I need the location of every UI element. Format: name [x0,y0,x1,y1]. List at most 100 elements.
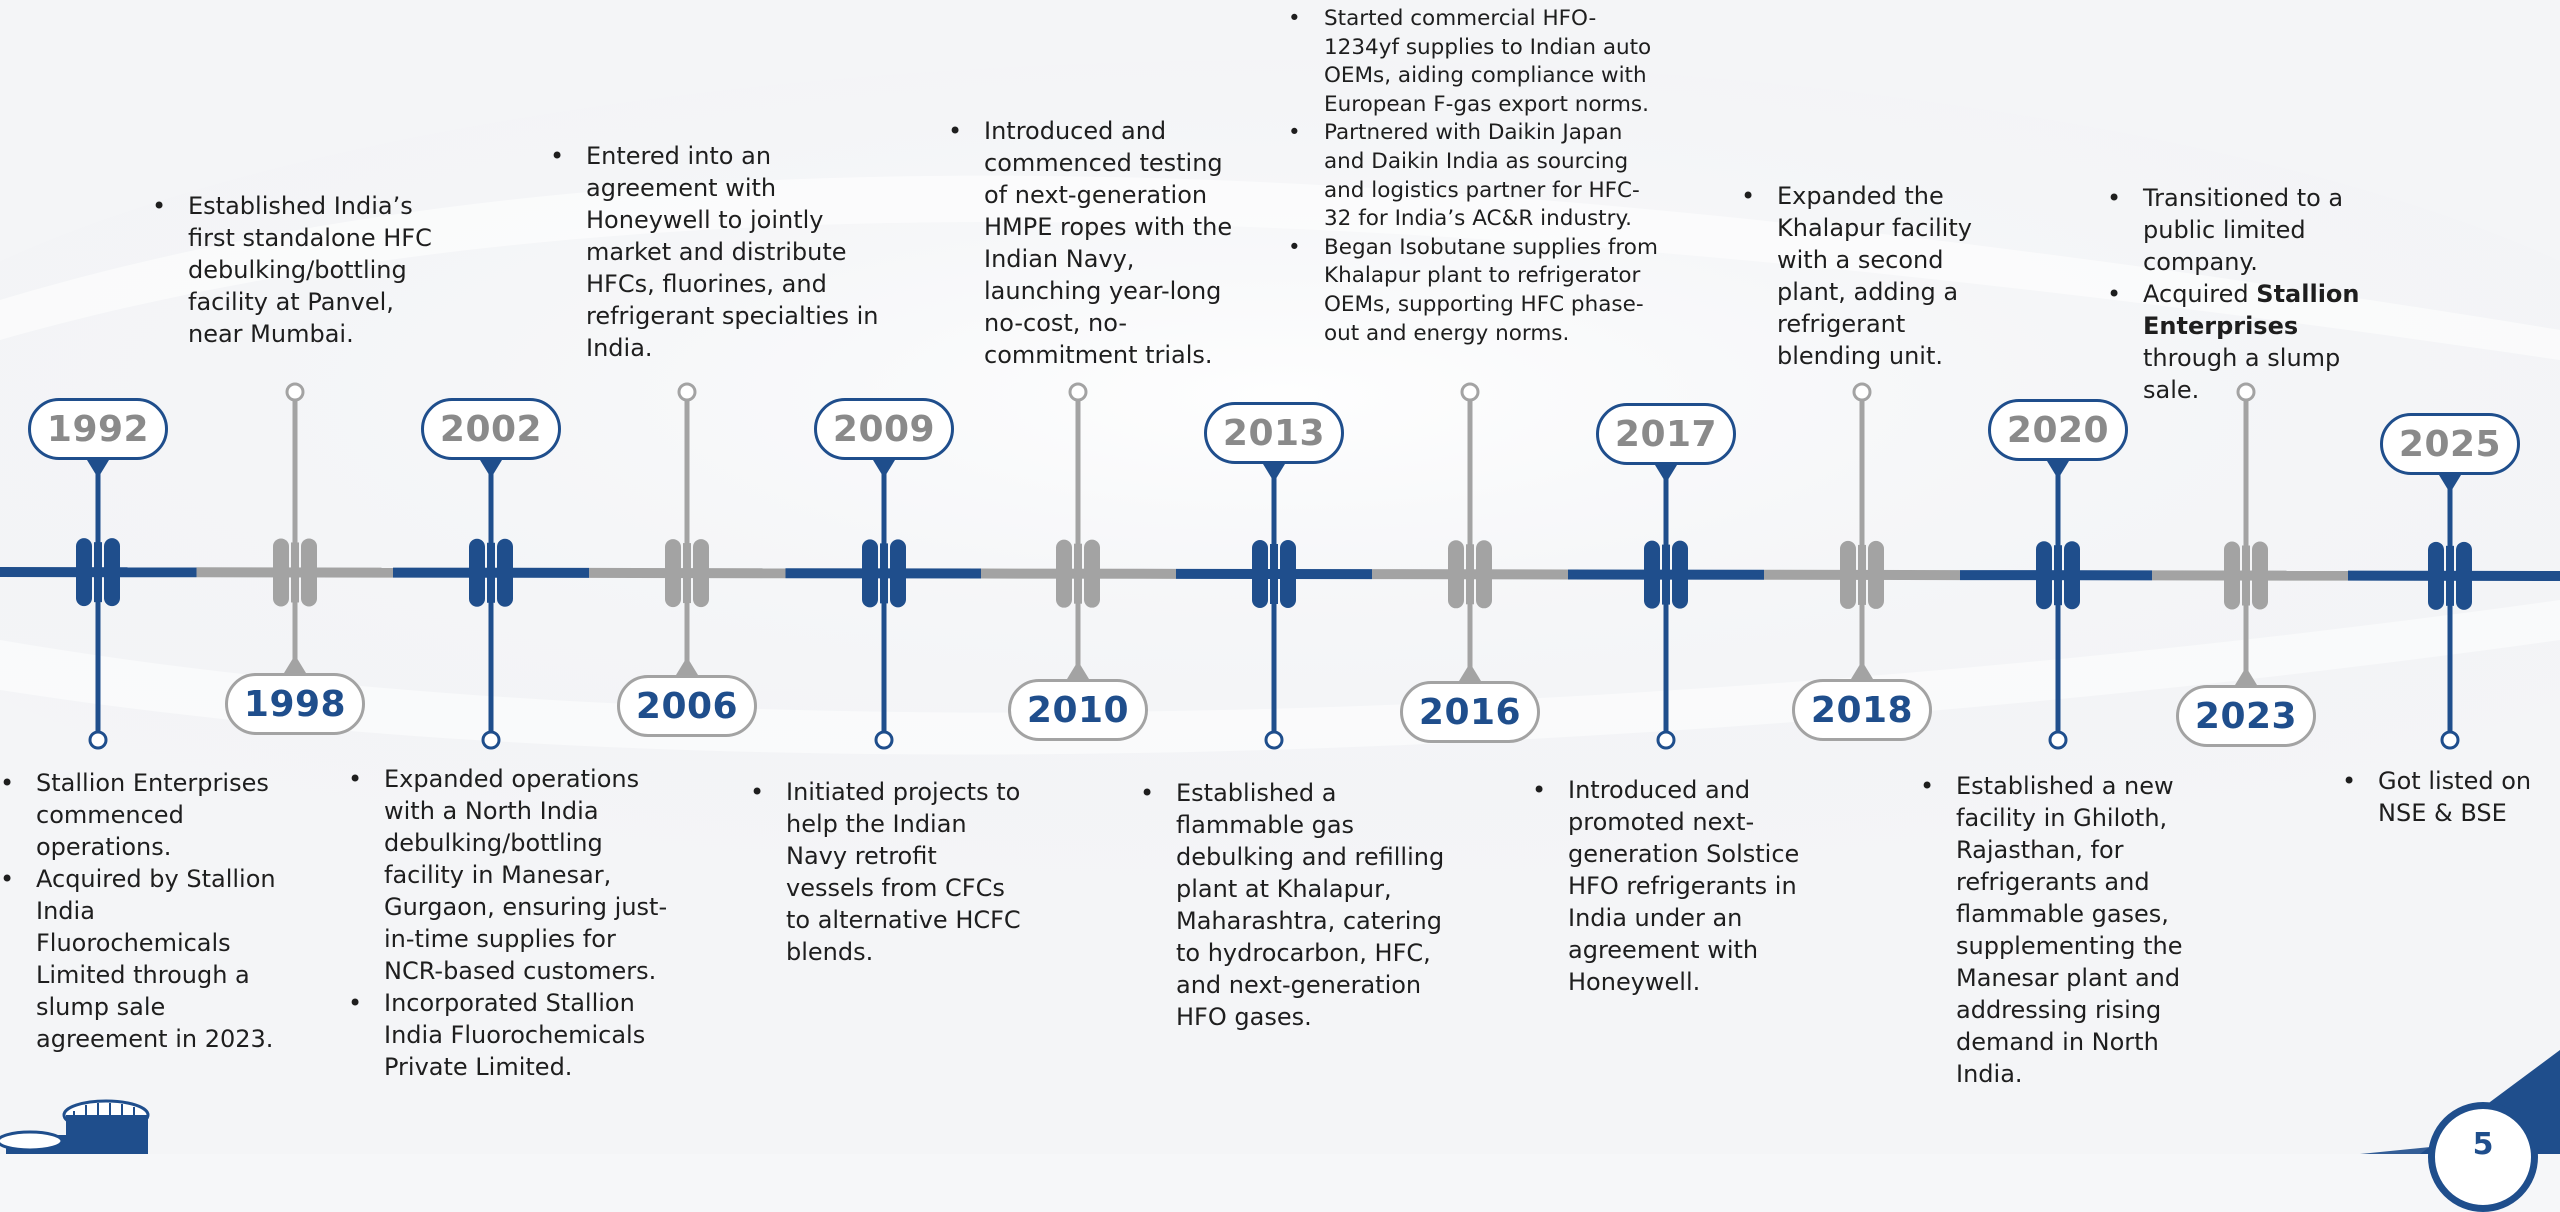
milestone-description-2018: Expanded the Khalapur facility with a se… [1741,180,2001,372]
bullet-text: Entered into an agreement with Honeywell… [586,142,879,362]
stem-endpoint [876,732,892,748]
timeline-node-left [1448,540,1464,608]
storage-tank-icon [0,1095,160,1154]
timeline-node-left [665,539,681,607]
timeline-node-core [291,542,299,602]
bullet-text: Stallion Enterprises commenced operation… [36,769,269,861]
year-label-2020: 2020 [1988,399,2128,461]
stem-endpoint [483,732,499,748]
timeline-node-right [1476,540,1492,608]
stem-endpoint [287,384,303,400]
timeline-node-core [880,543,888,603]
milestone-description-2016: Started commercial HFO-1234yf supplies t… [1288,5,1658,348]
timeline-node-core [487,543,495,603]
timeline-node-right [1084,540,1100,608]
bullet-text: Transitioned to a public limited company… [2143,184,2343,276]
pointer-triangle [2235,667,2257,685]
stem-endpoint [679,384,695,400]
page-number: 5 [2428,1102,2538,1212]
pointer-triangle [1263,464,1285,482]
timeline-node-core [683,543,691,603]
timeline-node-right [2456,542,2472,610]
bullet-item: Started commercial HFO-1234yf supplies t… [1288,5,1658,119]
bullet-item: Incorporated Stallion India Fluorochemic… [348,987,678,1083]
bullet-item: Introduced and promoted next-generation … [1532,774,1822,998]
bullet-text: Began Isobutane supplies from Khalapur p… [1324,235,1658,346]
stem-endpoint [1462,384,1478,400]
timeline-node-right [1672,541,1688,609]
milestone-description-2002: Expanded operations with a North India d… [348,763,678,1083]
timeline-node-left [1840,541,1856,609]
year-label-2018: 2018 [1792,679,1932,741]
pointer-triangle [873,460,895,478]
pointer-triangle [2047,461,2069,479]
milestone-description-2010: Introduced and commenced testing of next… [948,115,1248,371]
milestone-description-2020: Established a new facility in Ghiloth, R… [1920,770,2210,1090]
milestone-description-2025: Got listed on NSE & BSE [2342,765,2552,829]
bullet-item: Established a flammable gas debulking an… [1140,777,1460,1033]
year-label-2016: 2016 [1400,681,1540,743]
pointer-triangle [87,460,109,478]
bullet-text: Partnered with Daikin Japan and Daikin I… [1324,120,1640,231]
milestone-description-2013: Established a flammable gas debulking an… [1140,777,1460,1033]
timeline-node-right [1280,540,1296,608]
bullet-text: Started commercial HFO-1234yf supplies t… [1324,6,1651,117]
timeline-node-right [2252,542,2268,610]
timeline-node-left [1644,541,1660,609]
bullet-item: Began Isobutane supplies from Khalapur p… [1288,234,1658,348]
bullet-text: Established India’s first standalone HFC… [188,192,432,348]
pointer-triangle [284,655,306,673]
timeline-node-left [273,538,289,606]
bullet-text: Acquired by Stallion India Fluorochemica… [36,865,276,1053]
pointer-triangle [1459,663,1481,681]
timeline-node-left [1056,540,1072,608]
timeline-node-left [862,539,878,607]
timeline-node-left [469,539,485,607]
year-label-2010: 2010 [1008,679,1148,741]
timeline-node-core [2446,546,2454,606]
milestone-description-2009: Initiated projects to help the Indian Na… [750,776,1030,968]
year-label-2023: 2023 [2176,685,2316,747]
timeline-node-left [76,538,92,606]
stem-endpoint [1070,384,1086,400]
year-label-2006: 2006 [617,675,757,737]
timeline-node-core [1270,544,1278,604]
bullet-item: Transitioned to a public limited company… [2107,182,2387,278]
bullet-text: Incorporated Stallion India Fluorochemic… [384,989,645,1081]
timeline-node-right [301,538,317,606]
stem-endpoint [2050,732,2066,748]
bullet-item: Established a new facility in Ghiloth, R… [1920,770,2210,1090]
timeline-node-core [1858,545,1866,605]
timeline-node-core [94,542,102,602]
milestone-description-1998: Established India’s first standalone HFC… [152,190,452,350]
timeline-node-left [2224,542,2240,610]
bullet-text: Initiated projects to help the Indian Na… [786,778,1021,966]
bullet-item: Stallion Enterprises commenced operation… [0,767,290,863]
bullet-item: Introduced and commenced testing of next… [948,115,1248,371]
bullet-text: Established a flammable gas debulking an… [1176,779,1444,1031]
bullet-item: Acquired by Stallion India Fluorochemica… [0,863,290,1055]
year-label-2002: 2002 [421,398,561,460]
bullet-text: Introduced and promoted next-generation … [1568,776,1799,996]
timeline-node-core [2054,545,2062,605]
timeline-node-right [890,539,906,607]
bullet-text: Introduced and commenced testing of next… [984,117,1232,369]
bullet-item: Entered into an agreement with Honeywell… [550,140,880,364]
bullet-text: Expanded operations with a North India d… [384,765,667,985]
year-label-2013: 2013 [1204,402,1344,464]
bullet-text: through a slump sale. [2143,344,2340,404]
timeline-node-left [1252,540,1268,608]
bullet-item: Expanded the Khalapur facility with a se… [1741,180,2001,372]
bullet-text: Acquired [2143,280,2256,308]
pointer-triangle [2439,475,2461,493]
pointer-triangle [1655,465,1677,483]
bullet-text: Established a new facility in Ghiloth, R… [1956,772,2183,1088]
timeline-node-right [497,539,513,607]
timeline-node-core [2242,546,2250,606]
timeline-node-right [1868,541,1884,609]
pointer-triangle [676,657,698,675]
stem-endpoint [1266,732,1282,748]
timeline-node-core [1466,544,1474,604]
bullet-item: Expanded operations with a North India d… [348,763,678,987]
bullet-item: Initiated projects to help the Indian Na… [750,776,1030,968]
